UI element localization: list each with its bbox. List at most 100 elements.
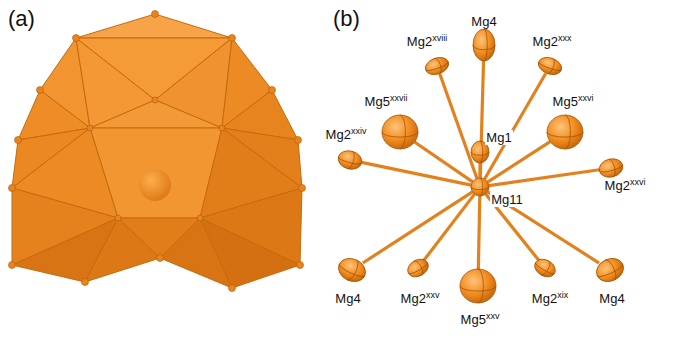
atom-ellipsoid: Mg2xxiv	[338, 151, 362, 169]
atom-label: Mg2xix	[531, 291, 569, 306]
principal-ellipse	[426, 62, 449, 72]
atom-ellipsoid: Mg2xxx	[538, 58, 562, 74]
vertex-atom	[15, 137, 22, 144]
vertex-atom	[299, 185, 306, 192]
atom-label: Mg5xxvi	[552, 94, 595, 109]
ellipsoid-shape	[473, 29, 495, 61]
principal-ellipse	[382, 132, 418, 137]
ellipsoid-body	[547, 115, 583, 149]
ellipsoid-shape	[538, 58, 562, 74]
symmetry-code: xxvii	[390, 93, 408, 103]
ellipsoid-shape	[407, 260, 429, 276]
vertex-atom	[152, 97, 158, 103]
atom-label: Mg1	[485, 130, 512, 145]
atom-name: Mg5	[553, 95, 578, 110]
panel-label: (b)	[333, 7, 360, 31]
central-atom	[139, 169, 171, 201]
vertex-atom	[269, 87, 276, 94]
vertex-atom	[115, 215, 121, 221]
principal-ellipse	[547, 132, 583, 137]
bond	[489, 170, 599, 186]
ellipsoid-body	[382, 115, 418, 149]
vertex-atom	[297, 262, 304, 269]
ellipsoid-body	[593, 254, 628, 286]
principal-ellipse	[460, 286, 496, 291]
atom-name: Mg2	[326, 128, 351, 143]
vertex-atom	[82, 279, 89, 286]
ellipsoid-body	[473, 29, 495, 61]
principal-ellipse	[484, 29, 487, 61]
ellipsoid-body	[336, 148, 364, 172]
ellipsoid-body	[335, 254, 370, 286]
vertex-atom	[295, 137, 302, 144]
atom-label: Mg2xxiv	[325, 127, 368, 142]
vertex-atom	[73, 35, 80, 42]
principal-ellipse	[547, 58, 556, 74]
atom-label: Mg2xviii	[406, 34, 448, 49]
atom-label: Mg4	[334, 291, 361, 306]
atom-ellipsoid: Mg5xxv	[460, 269, 496, 303]
atom-label: Mg4	[470, 14, 497, 29]
principal-ellipse	[400, 115, 405, 149]
vertex-atom	[157, 255, 164, 262]
ellipsoid-body	[404, 256, 431, 281]
bond	[362, 162, 472, 185]
symmetry-code: xxv	[486, 311, 500, 321]
atom-label: Mg5xxvii	[364, 94, 409, 109]
ellipsoid-body	[536, 54, 564, 77]
atom-name: Mg4	[471, 14, 496, 29]
atom-label: Mg2xxvi	[604, 178, 647, 193]
atom-name: Mg2	[605, 179, 630, 194]
symmetry-code: xxv	[426, 290, 440, 300]
principal-ellipse	[471, 187, 489, 190]
ellipsoid-body	[471, 178, 489, 196]
principal-ellipse	[597, 264, 624, 279]
polyhedron-face	[90, 100, 222, 128]
ellipsoid-shape	[338, 151, 362, 169]
principal-ellipse	[565, 115, 570, 149]
ellipsoid-shape	[599, 159, 623, 177]
principal-ellipse	[338, 157, 362, 166]
principal-ellipse	[414, 259, 425, 275]
principal-ellipse	[480, 178, 483, 196]
atom-name: Mg5	[461, 313, 486, 328]
atom-ellipsoid: Mg11	[471, 178, 489, 196]
ellipsoid-shape	[338, 259, 366, 281]
principal-ellipse	[609, 158, 617, 176]
atom-ellipsoid: Mg2xix	[534, 260, 556, 276]
atom-name: Mg5	[365, 95, 390, 110]
atom-label: Mg4	[598, 291, 625, 306]
principal-ellipse	[605, 258, 618, 280]
ellipsoid-body	[531, 256, 558, 281]
atom-name: Mg2	[407, 35, 432, 50]
principal-ellipse	[473, 45, 495, 50]
vertex-atom	[152, 11, 159, 18]
ellipsoid-shape	[460, 269, 496, 303]
principal-ellipse	[541, 261, 552, 277]
ellipsoid-shape	[425, 58, 449, 74]
principal-ellipse	[538, 62, 561, 72]
symmetry-code: xxvi	[578, 93, 594, 103]
bond	[478, 196, 479, 269]
vertex-atom	[9, 262, 16, 269]
atom-label: Mg11	[490, 192, 524, 207]
principal-ellipse	[408, 263, 428, 276]
principal-ellipse	[348, 151, 356, 169]
principal-ellipse	[599, 165, 623, 174]
vertex-atom	[229, 35, 236, 42]
ellipsoid-shape	[471, 178, 489, 196]
vertex-atom	[197, 215, 203, 221]
atom-name: Mg4	[599, 291, 624, 306]
symmetry-code: xxvi	[630, 177, 646, 187]
atom-name: Mg2	[533, 35, 558, 50]
ellipsoid-body	[423, 54, 451, 77]
principal-ellipse	[471, 152, 489, 155]
atom-ellipsoid: Mg4	[473, 29, 495, 61]
ellipsoid-shape	[382, 115, 418, 149]
symmetry-code: xviii	[432, 33, 447, 43]
atom-ellipsoid: Mg4	[338, 259, 366, 281]
vertex-atom	[9, 185, 16, 192]
atom-name: Mg1	[486, 130, 511, 145]
